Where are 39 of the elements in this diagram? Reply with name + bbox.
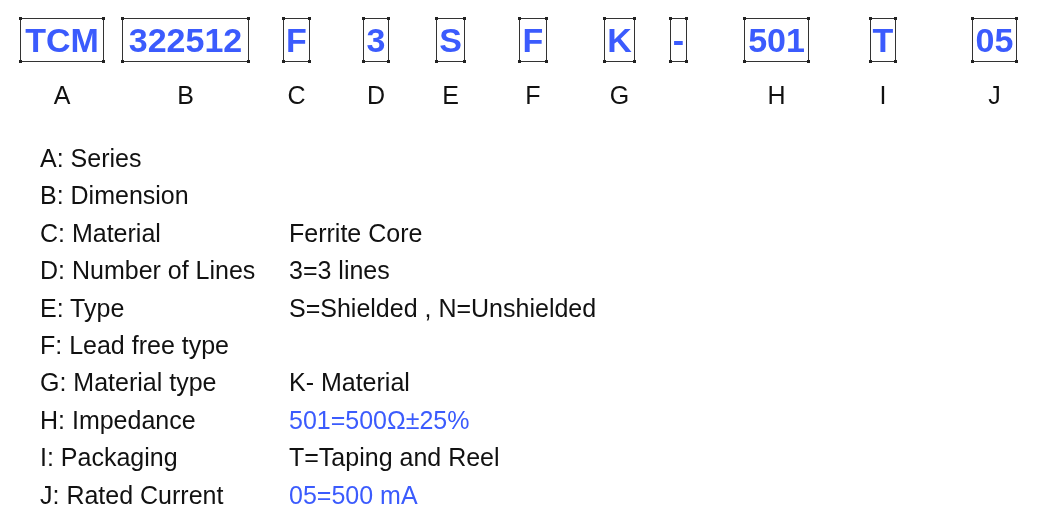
position-letter: B [177,81,194,110]
field-value: T=Taping and Reel [289,443,500,473]
field-name: G: Material type [40,368,217,398]
code-label: S [439,21,462,59]
position-letter: I [879,81,887,110]
position-letter: J [988,81,1001,110]
position-letter: D [366,81,386,110]
position-letter: C [287,81,306,110]
field-name: J: Rated Current [40,480,224,510]
field-name: E: Type [40,293,125,323]
field-name: B: Dimension [40,181,189,211]
code-label: F [522,21,544,59]
field-value: 05=500 mA [289,480,418,510]
field-name: H: Impedance [40,405,196,435]
field-value: 3=3 lines [289,256,390,286]
code-label: T [872,21,894,59]
field-name: F: Lead free type [40,330,229,360]
code-segment-box [122,18,249,62]
field-value: 501=500Ω±25% [289,405,470,435]
code-label: F [286,21,307,59]
code-label: K [607,21,632,59]
code-label: TCM [25,21,99,59]
position-letter: G [609,81,630,110]
field-value: S=Shielded , N=Unshielded [289,293,597,323]
code-label: 3 [366,21,386,59]
position-letter: H [767,81,786,110]
position-letter: A [53,81,71,110]
field-value: Ferrite Core [289,218,423,248]
code-label: 322512 [128,21,243,59]
field-name: I: Packaging [40,443,178,473]
position-letter: F [525,81,541,110]
field-value: K- Material [289,368,410,398]
field-name: C: Material [40,218,161,248]
field-name: A: Series [40,144,142,173]
code-label: 05 [975,21,1014,59]
field-name: D: Number of Lines [40,256,256,286]
code-label: - [672,21,685,59]
code-label: 501 [748,21,805,59]
position-letter: E [442,81,459,110]
